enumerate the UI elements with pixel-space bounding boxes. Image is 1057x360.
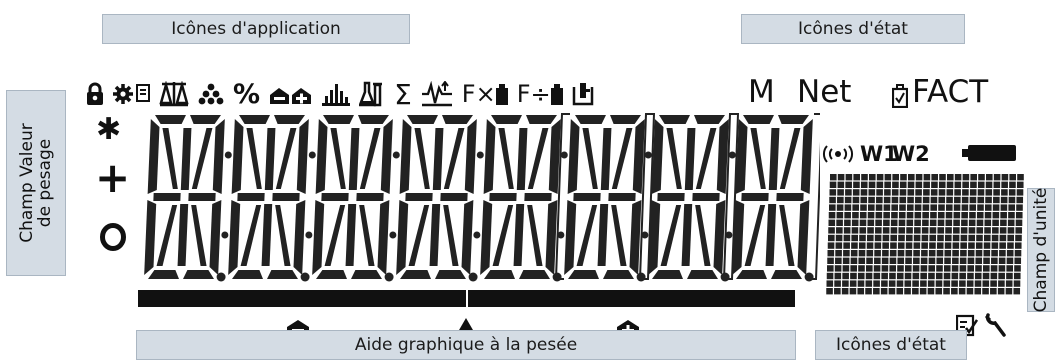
status-fact: FACT bbox=[912, 74, 989, 110]
app-icons-label: Icônes d'application bbox=[102, 14, 410, 44]
wrench-icon bbox=[983, 312, 1007, 342]
hold-icon bbox=[572, 78, 594, 110]
status-net: Net bbox=[797, 74, 852, 110]
f-times-icon: F× bbox=[462, 78, 508, 110]
status-icons-top-label-text: Icônes d'état bbox=[798, 19, 908, 39]
tare-icons bbox=[269, 78, 313, 110]
zero-indicator bbox=[99, 222, 127, 256]
w1-indicator: W1 bbox=[860, 142, 898, 166]
digit-6 bbox=[554, 113, 656, 282]
gear-icon bbox=[113, 78, 133, 110]
histogram-icon bbox=[322, 78, 351, 110]
battery-icon bbox=[962, 145, 1016, 165]
digit-5 bbox=[480, 115, 568, 282]
digit-7 bbox=[638, 113, 740, 282]
dynamic-icon bbox=[421, 78, 453, 110]
unit-matrix bbox=[822, 172, 1024, 306]
graphic-aid-bar-right bbox=[468, 290, 795, 307]
digit-2 bbox=[228, 115, 316, 282]
counting-icon bbox=[198, 78, 224, 110]
f-times-text: F× bbox=[461, 80, 496, 108]
digit-3 bbox=[312, 115, 400, 282]
sigma-icon: Σ bbox=[394, 77, 412, 111]
graphic-aid-label: Aide graphique à la pesée bbox=[136, 330, 796, 360]
w2-indicator: W2 bbox=[892, 142, 930, 166]
digit-1 bbox=[144, 115, 232, 282]
percent-icon: % bbox=[233, 78, 261, 110]
flask-icon bbox=[359, 78, 385, 110]
graphic-aid-bar-left bbox=[138, 290, 466, 307]
f-div-icon: F÷ bbox=[517, 78, 563, 110]
graphic-aid-label-text: Aide graphique à la pesée bbox=[354, 335, 578, 355]
app-icons-row: % Σ F× F÷ bbox=[86, 74, 594, 114]
weight-check-icon bbox=[891, 84, 909, 112]
weight-field-label: Champ Valeur de pesage bbox=[6, 90, 66, 276]
weight-digits bbox=[140, 112, 824, 282]
f-div-text: F÷ bbox=[516, 80, 551, 108]
wireless-icon bbox=[820, 145, 856, 167]
weight-field-label-line2: de pesage bbox=[35, 138, 55, 228]
status-icons-top-label: Icônes d'état bbox=[741, 14, 965, 44]
digit-4 bbox=[396, 115, 484, 282]
unit-field-label: Champ d'unité bbox=[1027, 188, 1055, 312]
balance-icon bbox=[159, 78, 189, 110]
unit-field-label-text: Champ d'unité bbox=[1031, 187, 1051, 313]
segment-display-svg bbox=[144, 113, 824, 282]
status-icons-bottom-label: Icônes d'état bbox=[815, 330, 967, 360]
clipboard-icon bbox=[136, 78, 150, 110]
star-indicator: ✱ bbox=[96, 112, 122, 147]
status-icons-bottom-label-text: Icônes d'état bbox=[836, 335, 946, 355]
weight-field-label-line1: Champ Valeur bbox=[17, 123, 37, 243]
app-icons-label-text: Icônes d'application bbox=[171, 19, 341, 39]
lock-icon bbox=[86, 78, 104, 110]
digit-8 bbox=[722, 113, 824, 282]
status-m: M bbox=[748, 74, 775, 110]
plus-indicator: + bbox=[95, 153, 131, 202]
